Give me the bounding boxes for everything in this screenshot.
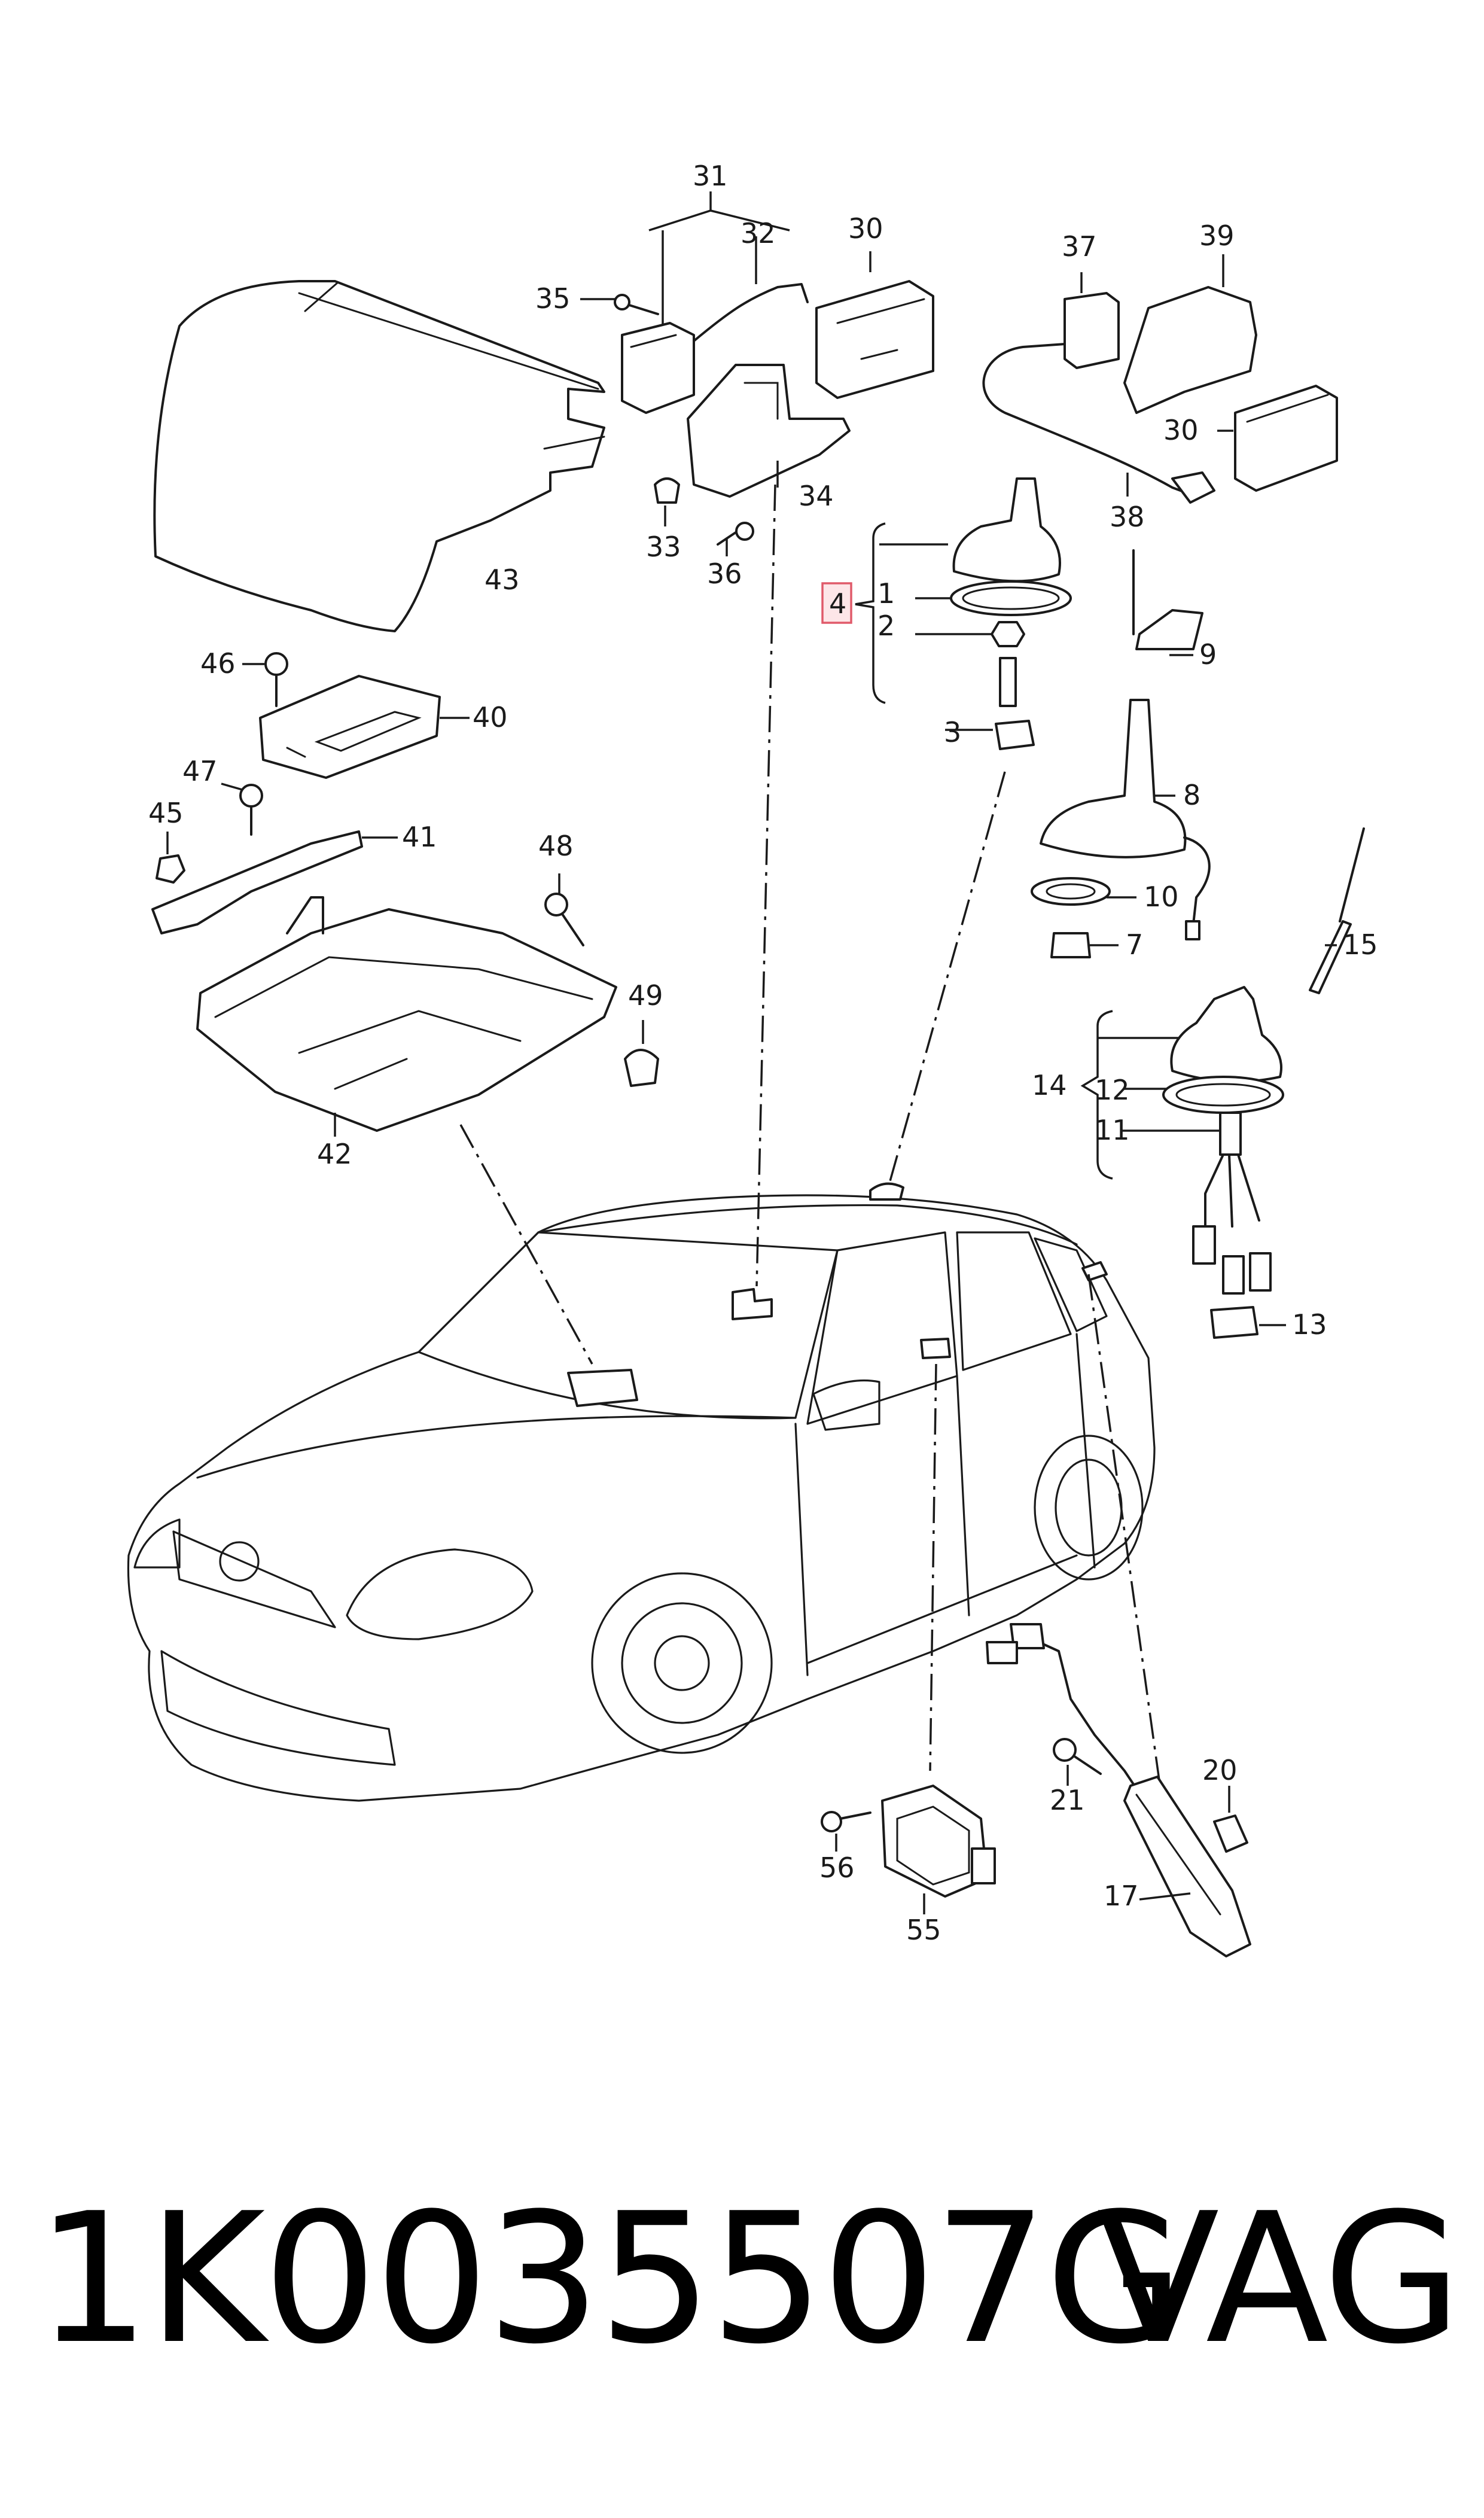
label-56: 56 xyxy=(819,1852,855,1884)
part-30-module-a xyxy=(815,251,934,399)
part-49-clip xyxy=(624,1020,659,1087)
part-20-clip xyxy=(1213,1786,1248,1853)
label-55: 55 xyxy=(906,1914,941,1946)
car-pillar-module xyxy=(920,1338,951,1359)
car-outline xyxy=(127,1182,1156,1802)
label-1: 1 xyxy=(877,577,895,610)
caption: 1K0035507G VAG xyxy=(36,2175,1462,2441)
label-48: 48 xyxy=(538,830,574,862)
label-9: 9 xyxy=(1199,638,1217,671)
label-15: 15 xyxy=(1343,928,1378,961)
brand-name: VAG xyxy=(1096,2175,1462,2383)
label-45: 45 xyxy=(148,797,184,829)
callout-labels: 31 32 30 35 43 33 36 34 37 39 30 38 4 1 … xyxy=(148,160,1378,1946)
part-45-nut xyxy=(156,832,185,884)
part-46-screw xyxy=(242,652,288,707)
label-41: 41 xyxy=(402,821,437,853)
label-21: 21 xyxy=(1050,1784,1085,1816)
part-33-clip xyxy=(654,477,680,526)
label-31: 31 xyxy=(693,160,728,192)
part-48-screw xyxy=(544,873,584,946)
part-40-module xyxy=(259,675,470,779)
part-8-antenna-base xyxy=(1040,699,1211,940)
part-38-cable xyxy=(982,343,1215,504)
label-17: 17 xyxy=(1104,1880,1139,1912)
label-11: 11 xyxy=(1095,1114,1130,1146)
part-55-module xyxy=(881,1785,996,1914)
car-windshield-module xyxy=(567,1369,638,1407)
label-13: 13 xyxy=(1292,1308,1327,1341)
car-rear-mount xyxy=(1081,1261,1108,1281)
label-33: 33 xyxy=(646,531,681,563)
part-15-rod xyxy=(1309,827,1365,994)
part-17-amplifier xyxy=(986,1623,1251,1957)
label-8: 8 xyxy=(1183,779,1200,811)
label-3: 3 xyxy=(944,716,961,748)
part-14-group xyxy=(1080,986,1286,1339)
label-12: 12 xyxy=(1095,1074,1130,1106)
part-9-antenna-rod xyxy=(1132,549,1203,656)
part-47-screw xyxy=(221,783,263,836)
label-10: 10 xyxy=(1144,881,1179,913)
part-43-trim-panel xyxy=(153,280,605,632)
label-43: 43 xyxy=(484,564,520,596)
part-number: 1K0035507G xyxy=(36,2175,1184,2383)
label-30a: 30 xyxy=(848,212,883,245)
part-36-screw xyxy=(717,522,754,556)
part-30-module-b xyxy=(1217,385,1338,492)
part-42-tray xyxy=(196,896,617,1137)
part-37-connector xyxy=(1064,272,1120,369)
part-41-bracket xyxy=(151,830,398,934)
part-39-bracket xyxy=(1123,254,1257,414)
label-37: 37 xyxy=(1062,230,1097,263)
label-4: 4 xyxy=(829,587,846,620)
label-46: 46 xyxy=(200,647,236,680)
part-4-highlight xyxy=(821,582,852,624)
label-32: 32 xyxy=(741,217,776,249)
label-49: 49 xyxy=(628,979,663,1012)
leader-lines xyxy=(459,484,1162,1789)
part-35-screw xyxy=(580,294,659,315)
label-42: 42 xyxy=(317,1138,352,1170)
label-36: 36 xyxy=(707,558,742,590)
label-39: 39 xyxy=(1199,220,1235,252)
label-20: 20 xyxy=(1202,1754,1238,1786)
label-34: 34 xyxy=(799,480,834,512)
car-roof-antenna xyxy=(869,1182,904,1201)
part-4-group xyxy=(821,477,1072,750)
label-47: 47 xyxy=(182,755,218,787)
label-14: 14 xyxy=(1032,1069,1067,1101)
label-2: 2 xyxy=(877,610,895,642)
part-21-screw xyxy=(1053,1738,1102,1786)
label-40: 40 xyxy=(473,701,508,733)
part-31-group xyxy=(621,191,851,498)
part-7-nut xyxy=(1050,932,1119,958)
part-56-screw xyxy=(821,1811,871,1852)
label-35: 35 xyxy=(535,282,571,315)
label-38: 38 xyxy=(1110,501,1145,533)
label-30b: 30 xyxy=(1163,414,1199,446)
label-7: 7 xyxy=(1126,928,1143,961)
part-10-seal xyxy=(1031,877,1136,906)
car-roof-module xyxy=(732,1288,773,1320)
